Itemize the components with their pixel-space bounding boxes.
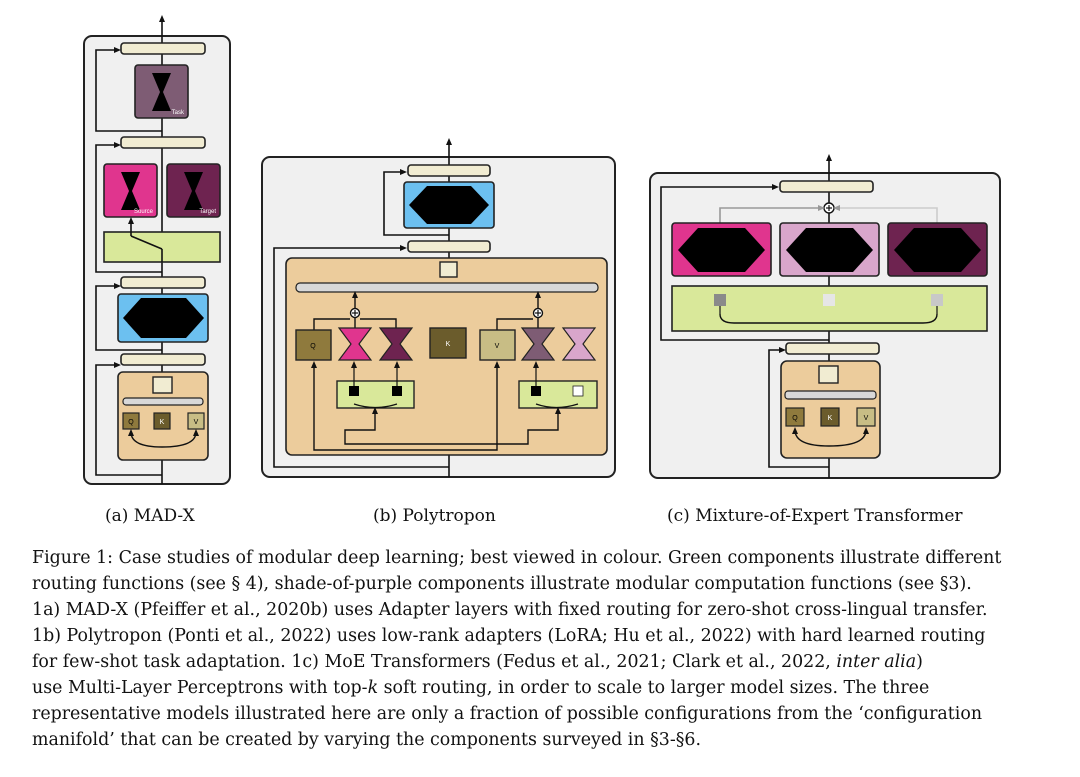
caption-line-7: representative models illustrated here a… [32,701,1050,727]
caption-text: ) [916,652,923,672]
caption-text: 1b) Polytropon (Ponti et al., 2022) uses… [32,626,986,646]
panel-c-q-label: Q [792,415,798,422]
panel-c-attention-block: Q K V [780,360,881,459]
caption-line-2: routing functions (see § 4), shade-of-pu… [32,571,1050,597]
panel-a-madx: Task Source Target [83,15,231,485]
panel-b-router-left [336,380,415,409]
caption-italic: k [367,678,379,698]
expert-1 [671,222,772,277]
panel-c-q [785,407,805,427]
panel-a-v-label: V [194,419,199,426]
panel-b-q [295,329,332,361]
panel-b-k-label: K [446,341,451,348]
panel-c-soft-router [671,285,988,332]
caption-text: Case studies of modular deep learning; b… [118,548,1002,568]
panel-b-router-right [518,380,598,409]
panel-c-v [856,407,876,427]
caption-line-3: 1a) MAD-X (Pfeiffer et al., 2020b) uses … [32,597,1050,623]
panel-c-v-label: V [864,415,869,422]
panel-b-norm-bar-2 [407,240,491,253]
caption-text: manifold’ that can be created by varying… [32,730,702,750]
panel-a-mlp [117,293,209,343]
panel-c-k-label: K [828,415,833,422]
panel-a-norm-bar-1 [120,42,206,55]
caption-line-8: manifold’ that can be created by varying… [32,727,1050,753]
panel-a-k-label: K [160,419,165,426]
panel-b-lora-a-pink [337,327,373,361]
panel-b-norm-bar-1 [407,164,491,177]
task-adapter: Task [134,64,189,119]
caption-line-6: use Multi-Layer Perceptrons with top-k s… [32,675,1050,701]
subcaption-b: (b) Polytropon [373,506,496,526]
caption-figure-label: Figure 1: [32,548,114,568]
panel-c-norm-bar-1 [779,180,874,193]
panel-a-q [122,412,140,430]
panel-c-norm-bar-2 [785,342,880,355]
panel-b-lora-a-purple [378,327,414,361]
panel-c-k [820,407,840,427]
caption-text: representative models illustrated here a… [32,704,983,724]
caption-text: use Multi-Layer Perceptrons with top- [32,678,368,698]
panel-a-norm-bar-3 [120,276,206,289]
panel-b-mlp [403,181,495,229]
figure-diagram: Task Source Target [83,15,1001,485]
panel-a-k [153,412,171,430]
caption-text: routing functions (see § 4), shade-of-pu… [32,574,972,594]
task-adapter-label: Task [172,110,185,116]
source-adapter-label: Source [134,209,154,215]
expert-3 [887,222,988,277]
expert-2 [779,222,880,277]
panel-b-q-label: Q [310,343,316,350]
panel-b-v-label: V [495,343,500,350]
panel-a-norm-bar-2 [120,136,206,149]
caption-text: soft routing, in order to scale to large… [378,678,930,698]
caption-line-1: Figure 1: Case studies of modular deep l… [32,545,1050,571]
caption-text: for few-shot task adaptation. 1c) MoE Tr… [32,652,837,672]
panel-a-attention-block: Q K V [117,371,209,461]
panel-a-q-label: Q [128,419,134,426]
caption-italic: inter alia [836,652,917,672]
target-language-adapter: Target [166,163,221,218]
panel-b-attention-block: Q K V [285,257,608,456]
panel-b-k [429,327,467,359]
panel-a-norm-bar-4 [120,353,206,366]
panel-c-moe: Q K V [649,154,1001,479]
caption-text: 1a) MAD-X (Pfeiffer et al., 2020b) uses … [32,600,988,620]
subcaption-a: (a) MAD-X [105,506,195,526]
panel-b-polytropon: Q K V [261,138,616,478]
panel-a-v [187,412,205,430]
target-adapter-label: Target [199,209,216,215]
panel-b-lora-b-mauve [520,327,556,361]
caption-line-4: 1b) Polytropon (Ponti et al., 2022) uses… [32,623,1050,649]
subcaption-c: (c) Mixture-of-Expert Transformer [667,506,963,526]
source-language-adapter: Source [103,163,158,218]
caption-line-5: for few-shot task adaptation. 1c) MoE Tr… [32,649,1050,675]
panel-b-v [479,329,516,361]
panel-b-lora-b-lightpink [561,327,597,361]
figure-caption: Figure 1: Case studies of modular deep l… [32,545,1050,753]
